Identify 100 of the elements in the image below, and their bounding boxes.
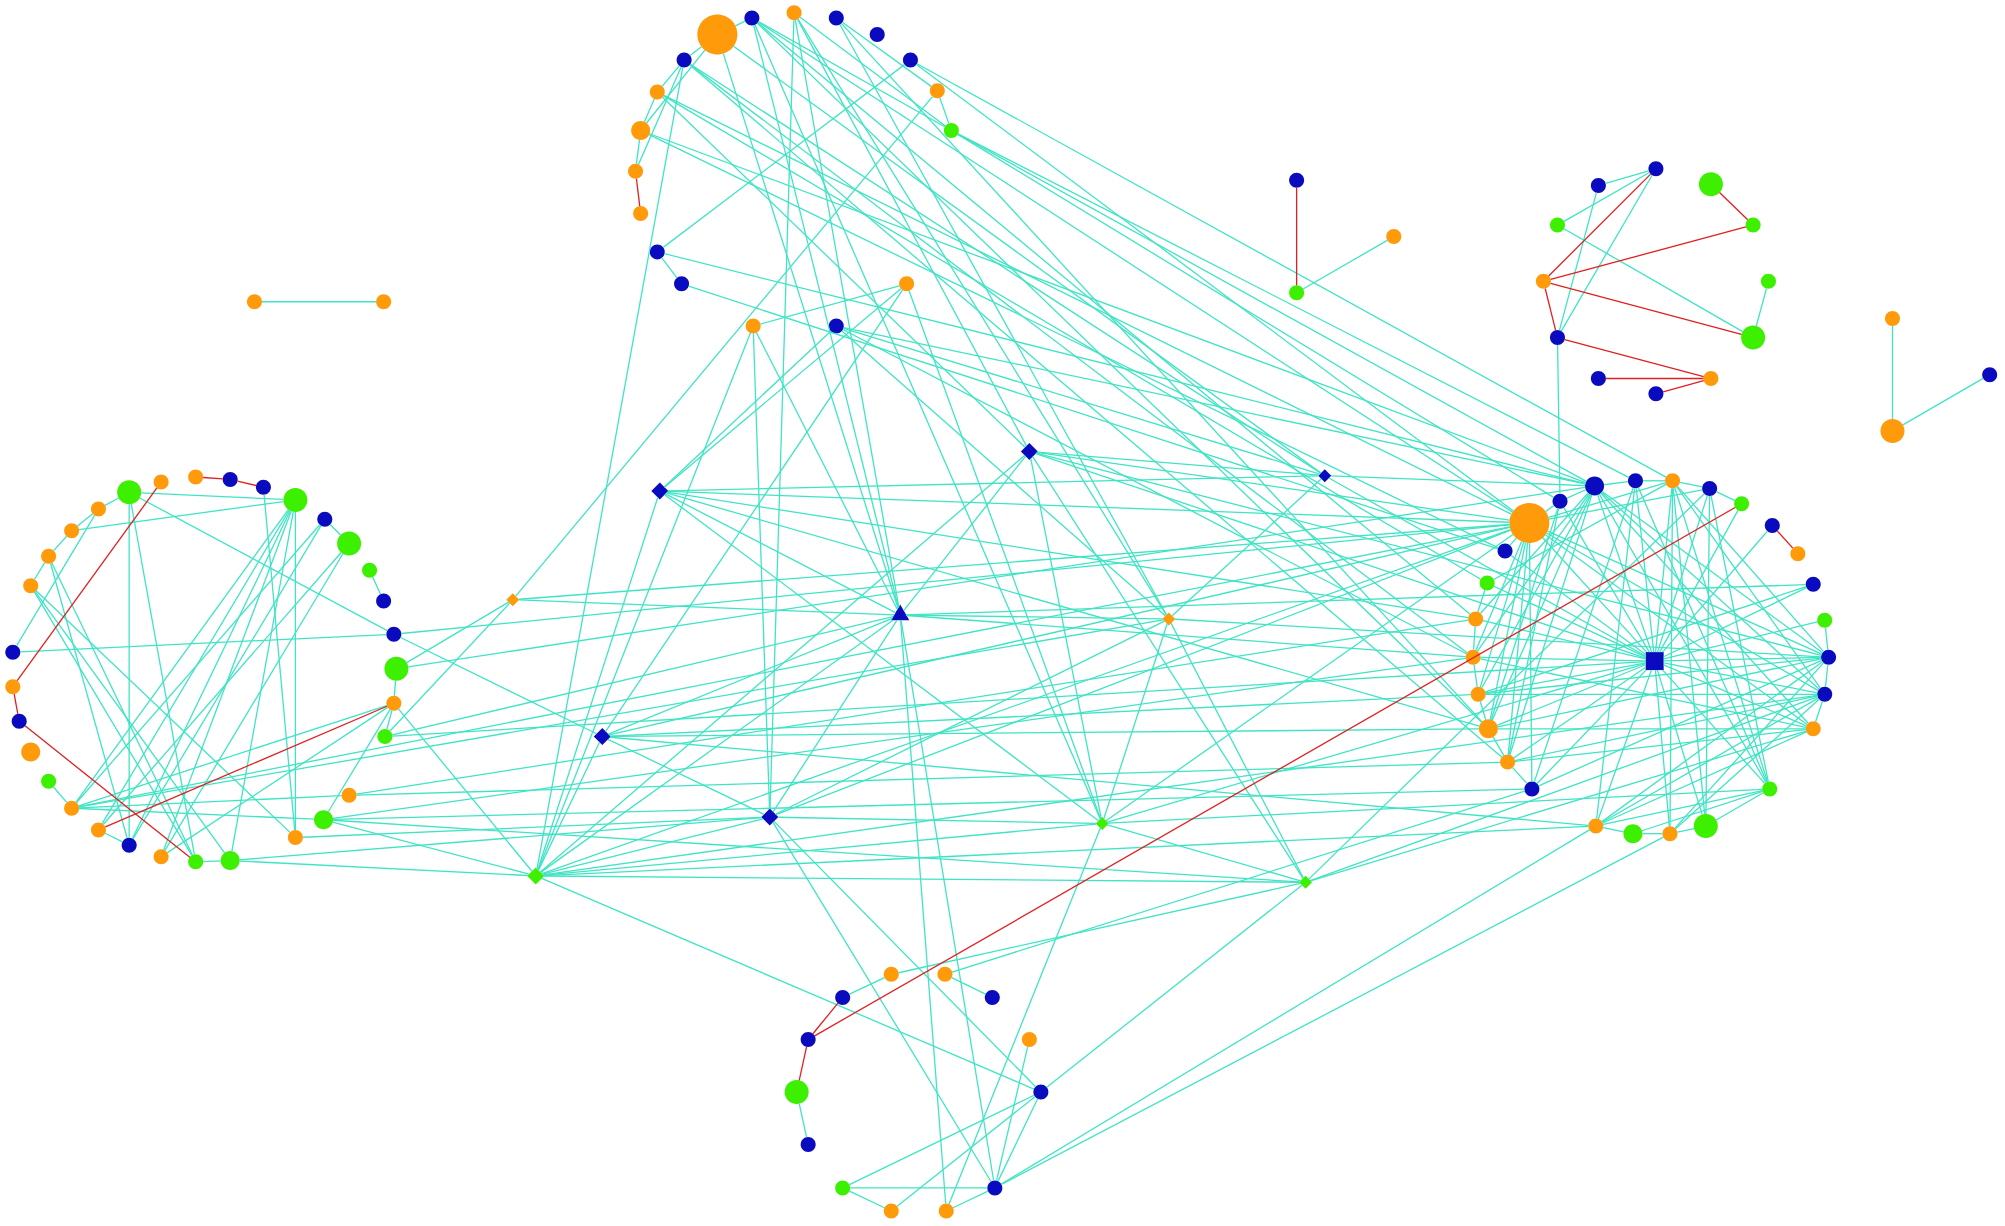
node-dot [1817,686,1833,702]
node-dot [1588,818,1604,834]
link-line [104,497,120,506]
link-line [1490,507,1559,721]
link-line [608,526,1511,736]
link-line [648,133,1499,549]
link-line [722,52,899,609]
link-line [1710,495,1769,783]
link-line [759,285,901,325]
node-dot [1549,217,1565,233]
link-line [1496,664,1647,726]
node-dot [90,501,106,517]
link-line [1484,586,1807,693]
node-diamond [1095,817,1109,830]
link-line [1672,487,1706,815]
node-dot [121,837,137,853]
link-line [1036,451,1511,521]
node-dot [786,5,802,21]
node-dot [835,989,851,1005]
node-dot [255,479,271,495]
link-line [1489,541,1527,721]
link-line [1485,693,1818,695]
node-square [1645,652,1664,671]
node-dot [21,742,41,762]
node-dot [1648,161,1664,177]
node-dot [1805,576,1821,592]
link-line [841,21,932,88]
link-line [897,882,1301,974]
link-line [1482,619,1647,660]
link-line [1545,504,1555,513]
link-line [391,660,1647,737]
link-line [1676,827,1695,833]
link-line [1032,455,1304,879]
link-line [1676,486,1821,689]
link-line [1481,493,1591,689]
node-dot [188,469,204,485]
link-line [663,95,1482,580]
link-line [900,619,995,1182]
link-line [1480,492,1589,614]
link-line [399,636,598,735]
node-dot [649,244,665,260]
node-dot [1627,473,1643,489]
link-line [734,20,746,27]
link-line [294,511,297,831]
link-line [33,591,193,857]
link-line [939,97,950,124]
node-dot [800,1136,816,1152]
link-line [896,1096,1036,1207]
link-line [139,497,388,632]
link-line [848,976,886,995]
link-line [667,490,1510,523]
link-line [1479,656,1647,662]
link-line [952,1190,989,1209]
node-dot [984,989,1000,1005]
link-line [1641,790,1764,832]
link-line [537,741,601,871]
link-line [391,616,894,736]
link-line [1491,493,1592,721]
link-line [1601,490,1824,654]
link-line [1512,767,1528,785]
link-line [666,491,1469,619]
link-line [1514,729,1807,762]
link-line [1662,379,1705,393]
link-line [541,529,1512,875]
link-line [1891,325,1894,420]
link-line [1170,622,1304,879]
link-line [1755,287,1768,327]
link-line [1556,344,1561,495]
node-dot [1289,285,1305,301]
node-dot [377,729,393,745]
link-line [1497,728,1807,730]
link-line [1508,507,1560,756]
node-dot [1021,1032,1037,1048]
link-line [78,795,343,809]
link-line [777,816,1097,824]
node-dot [937,966,953,982]
node-dot [929,83,945,99]
node-dot [674,276,690,292]
link-line [19,633,387,653]
node-dot [1549,330,1565,346]
link-line [1036,451,1320,476]
node-diamond [593,728,611,746]
link-line [329,523,342,536]
link-line [52,786,68,804]
link-line [635,178,641,207]
link-line [1473,664,1478,688]
link-line [607,738,765,815]
link-line [539,454,1026,873]
link-line [1106,824,1302,882]
link-line [1563,507,1650,653]
link-line [1601,661,1824,823]
link-line [1493,483,1667,581]
link-line [1550,282,1743,336]
link-line [332,788,1526,821]
link-line [664,494,1100,822]
link-line [948,827,1102,1205]
link-line [239,860,529,877]
link-line [1661,530,1769,653]
link-line [327,709,391,813]
link-line [1533,487,1634,783]
